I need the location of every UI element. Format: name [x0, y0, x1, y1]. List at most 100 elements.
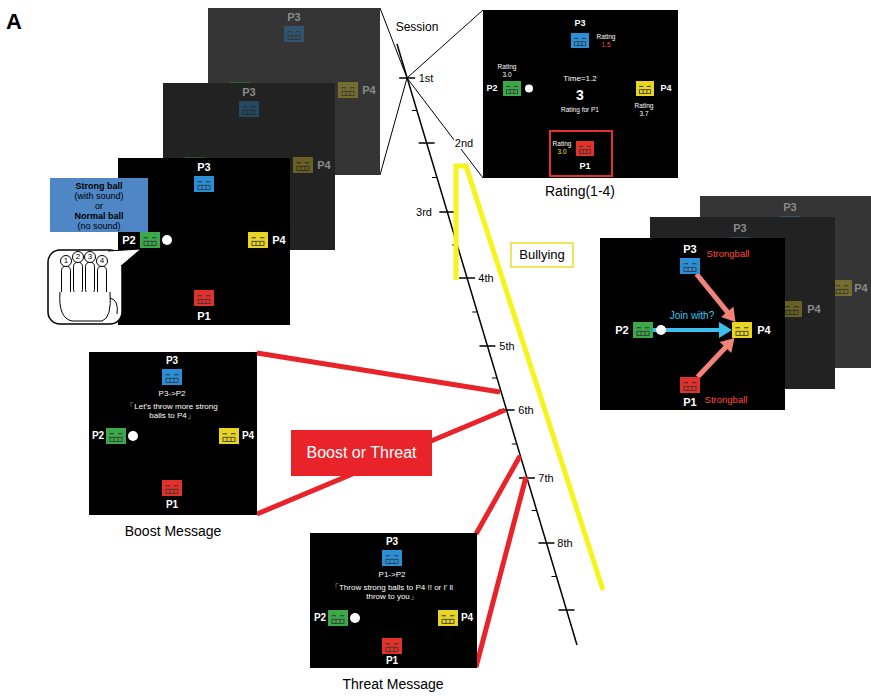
key-button: [73, 252, 84, 263]
rating-label: Rating: [597, 33, 616, 40]
avatar-body: [162, 480, 182, 496]
avatar-mouth: [252, 241, 264, 245]
player-avatar: [219, 428, 239, 444]
avatar-graphic: [633, 322, 653, 338]
avatar-eyes: [836, 285, 849, 286]
avatar-teeth: [688, 386, 692, 390]
avatar-mouth: [386, 559, 398, 563]
session-tick: [459, 277, 475, 279]
player-avatar: P4: [732, 322, 752, 338]
player-avatar: P3Rating1.5: [571, 33, 589, 48]
avatar-eyes: [144, 237, 157, 238]
key-button: [61, 256, 72, 267]
avatar-teeth: [202, 299, 206, 303]
player-label: P4: [242, 430, 254, 442]
key-option: Normal ball: [74, 211, 123, 221]
avatar-graphic: [382, 638, 402, 654]
avatar-teeth: [510, 89, 514, 93]
avatar-body: [239, 101, 259, 117]
player-avatar: P4: [248, 232, 268, 248]
player-label: P4: [461, 612, 473, 624]
avatar-teeth: [643, 89, 647, 93]
player-avatar: [503, 81, 521, 96]
player-avatar: P1: [194, 290, 214, 306]
avatar-body: [633, 322, 653, 338]
player-label: P1: [166, 499, 178, 511]
avatar-graphic: [503, 81, 521, 96]
avatar-eyes: [223, 433, 236, 434]
panel-caption: Boost Message: [125, 523, 222, 539]
avatar-teeth: [256, 241, 260, 245]
avatar-teeth: [227, 437, 231, 441]
rating-score: 1.5: [601, 41, 610, 48]
key-option: Strong ball: [76, 181, 123, 191]
player-avatar: P2: [328, 610, 348, 626]
player-label: P3: [386, 536, 398, 548]
avatar-teeth: [247, 110, 251, 114]
avatar-graphic: [576, 141, 594, 156]
avatar-graphic: [162, 480, 182, 496]
player-label: P2: [92, 430, 104, 442]
avatar-body: [576, 141, 594, 156]
player-avatar: [576, 141, 594, 156]
player-label: P3: [197, 161, 210, 174]
avatar-graphic: [680, 377, 700, 393]
player-avatar: P2: [140, 232, 160, 248]
avatar-eyes: [342, 87, 355, 88]
avatar-graphic: [438, 610, 458, 626]
player-label: P2: [487, 83, 498, 93]
player-avatar: P3: [162, 369, 182, 385]
avatar-mouth: [166, 378, 178, 382]
avatar-teeth: [114, 437, 118, 441]
player-avatar: [338, 82, 358, 98]
player-avatar: [571, 33, 589, 48]
player-avatar: [162, 369, 182, 385]
avatar-body: [194, 176, 214, 192]
avatar-graphic: [382, 550, 402, 566]
avatar-body: [571, 33, 589, 48]
avatar-body: [248, 232, 268, 248]
session-label: 3rd: [415, 206, 433, 219]
condition-link: [257, 410, 505, 514]
connector-arrow: [698, 338, 735, 377]
player-label: P4: [660, 83, 671, 93]
avatar-eyes: [574, 37, 586, 38]
avatar-eyes: [442, 615, 455, 616]
edge-label: Strongball: [705, 395, 748, 406]
avatar-mouth: [198, 299, 210, 303]
player-avatar: [140, 232, 160, 248]
player-label: P3: [242, 86, 255, 99]
avatar-teeth: [790, 310, 794, 314]
player-label: P4: [807, 303, 820, 316]
player-avatar: [680, 377, 700, 393]
player-avatar: P3: [680, 258, 700, 274]
player-label: P4: [854, 282, 867, 295]
avatar-graphic: [732, 322, 752, 338]
avatar-eyes: [243, 106, 256, 107]
minor-tick: [551, 576, 556, 577]
key-note: (no sound): [77, 221, 120, 231]
avatar-mouth: [166, 489, 178, 493]
avatar-mouth: [575, 41, 586, 45]
player-avatar: P2: [106, 428, 126, 444]
player-avatar: [732, 322, 752, 338]
rating-prompt: Rating for P1: [561, 106, 599, 113]
player-label: P1: [683, 396, 696, 409]
avatar-teeth: [170, 489, 174, 493]
finger: [74, 262, 83, 294]
avatar-mouth: [223, 437, 235, 441]
session-tick: [538, 542, 554, 544]
avatar-mouth: [386, 647, 398, 651]
avatar-mouth: [198, 185, 210, 189]
avatar-eyes: [637, 327, 650, 328]
avatar-eyes: [736, 327, 749, 328]
avatar-eyes: [386, 555, 399, 556]
avatar-graphic: [162, 369, 182, 385]
avatar-teeth: [840, 289, 844, 293]
minor-tick: [432, 177, 437, 178]
ball: [656, 325, 666, 335]
avatar-body: [338, 82, 358, 98]
player-label: P1: [386, 655, 398, 667]
avatar-mouth: [507, 89, 518, 93]
player-label: P3: [287, 11, 300, 24]
